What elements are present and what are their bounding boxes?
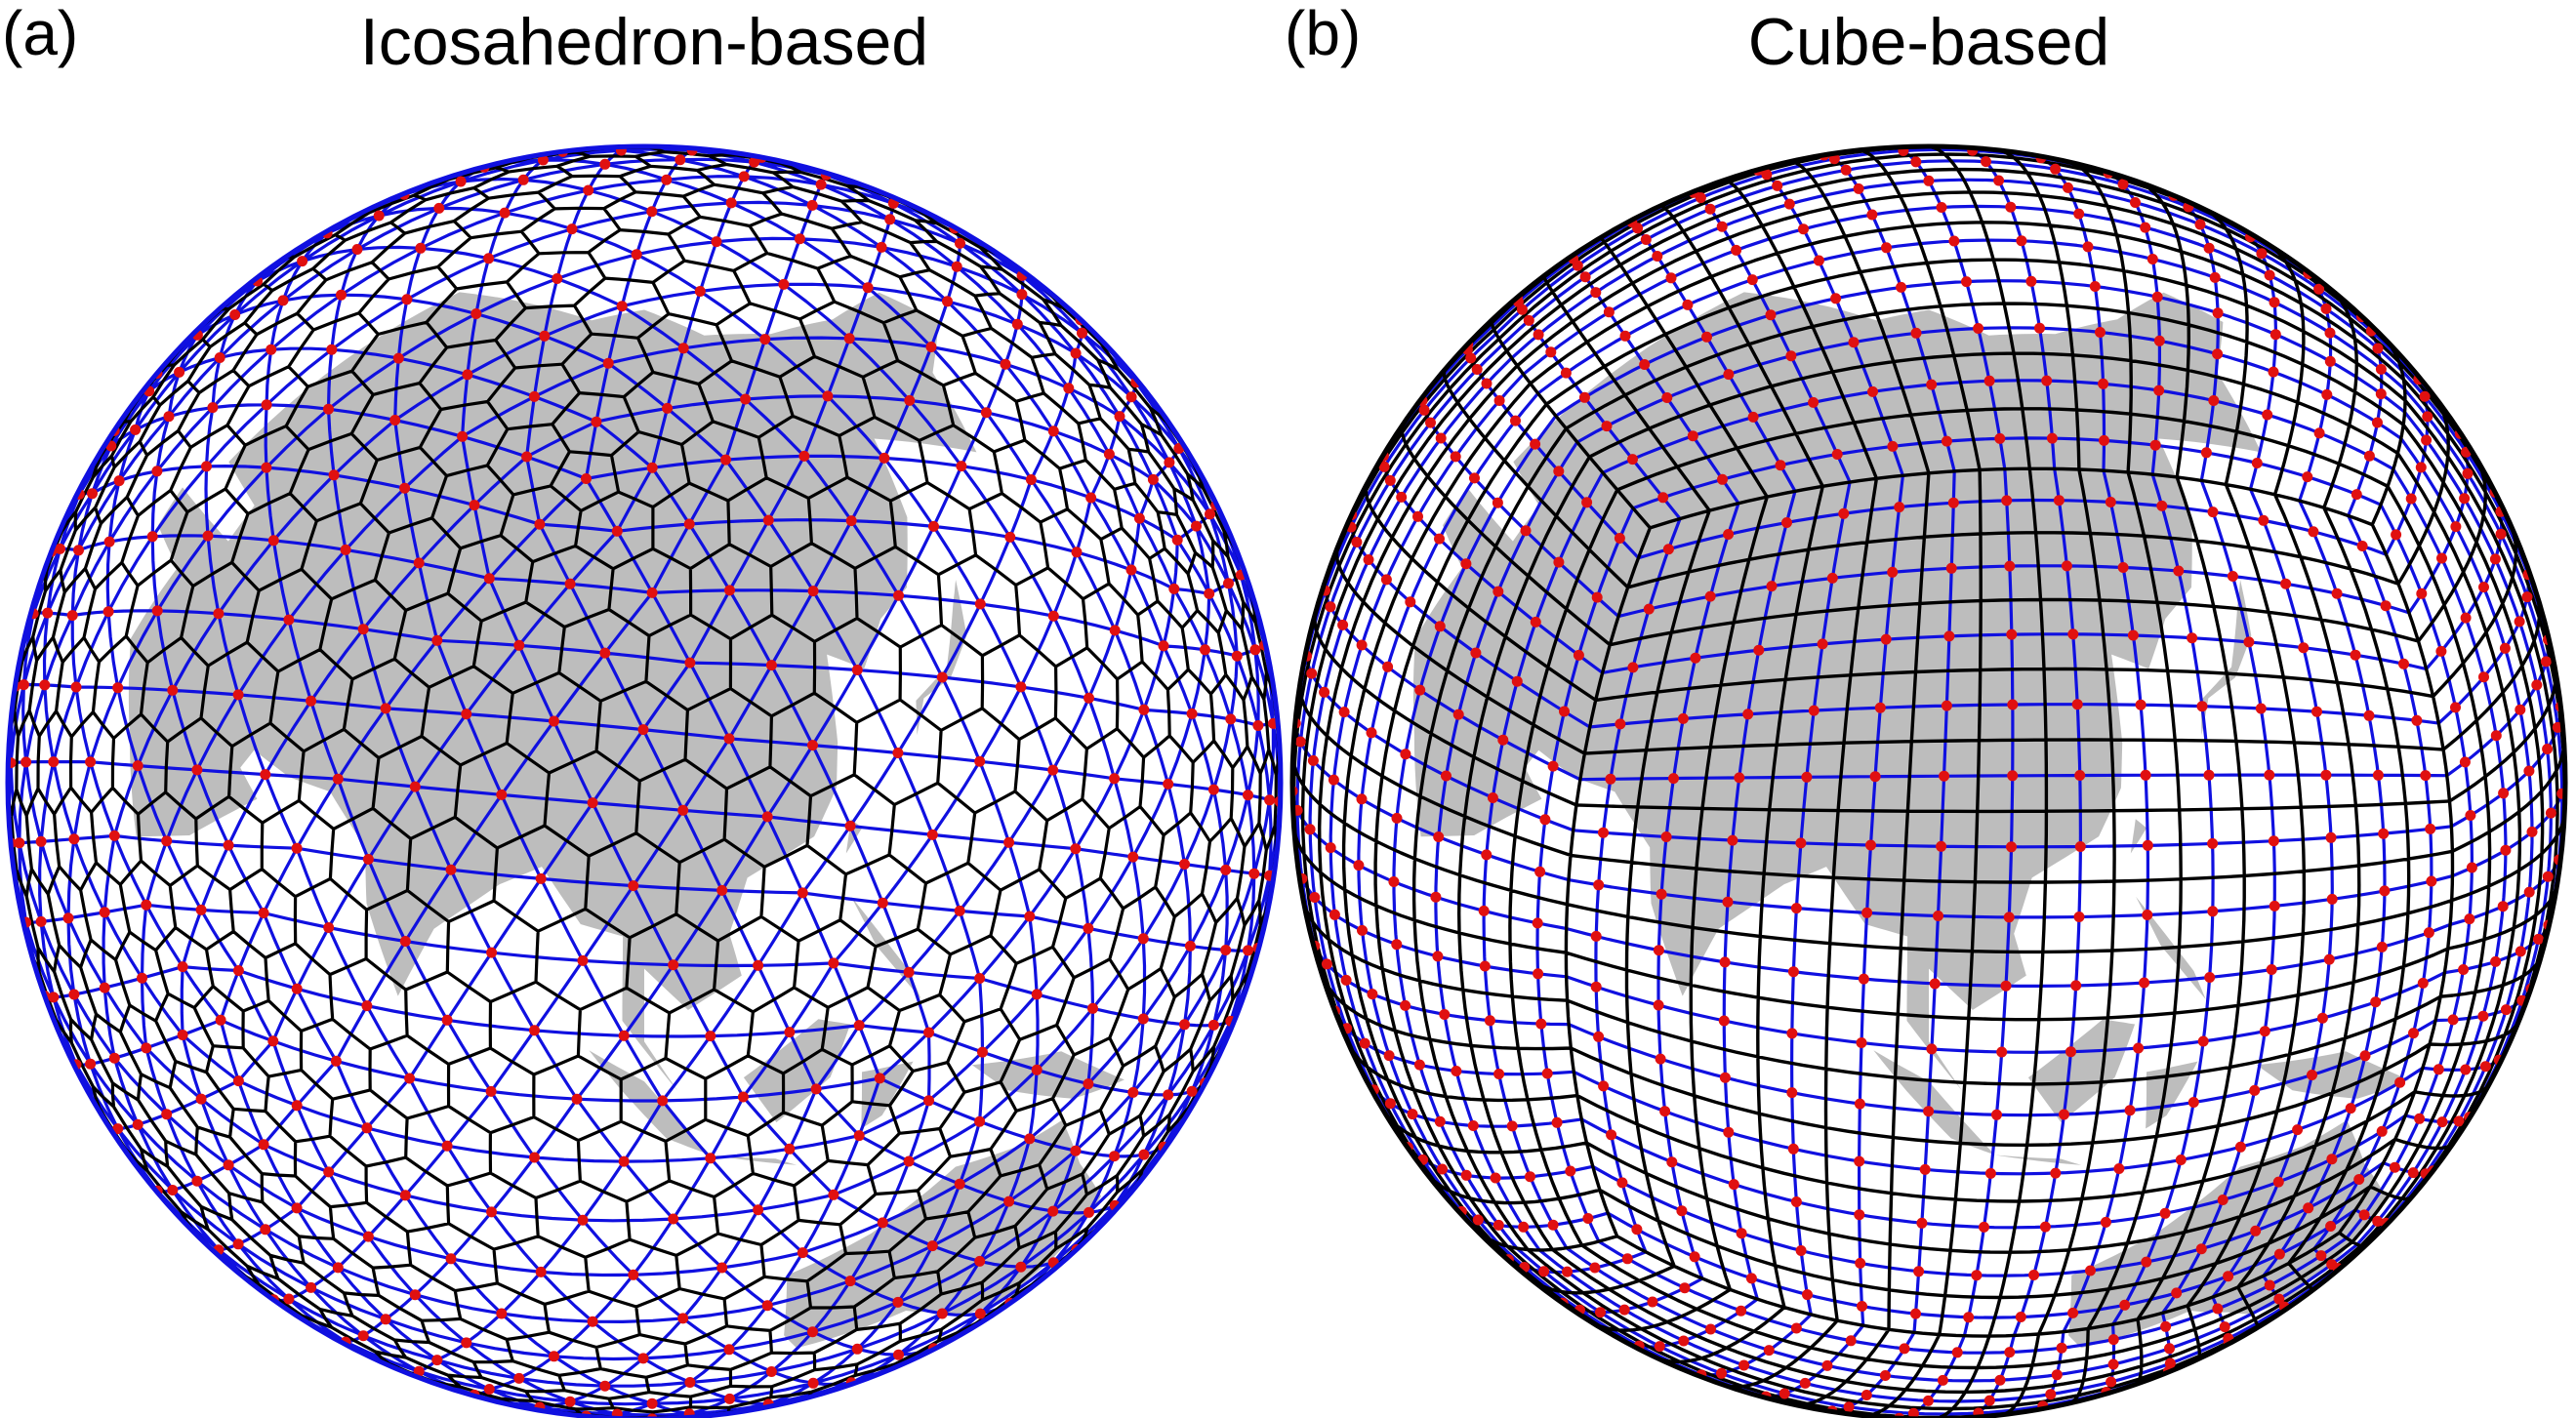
grid-nodes xyxy=(8,146,1281,1418)
land-mass xyxy=(916,580,967,736)
land-mass xyxy=(1994,1155,2082,1165)
globe-b xyxy=(1292,146,2565,1418)
land-mass xyxy=(2068,1119,2386,1349)
land-mass xyxy=(1873,1050,1995,1155)
panel-b-letter: (b) xyxy=(1285,0,1361,68)
land-mass xyxy=(784,1119,1101,1349)
panel-a-title: Icosahedron-based xyxy=(360,5,928,79)
land-mass xyxy=(2200,580,2252,736)
globe-a-outline xyxy=(5,143,1284,1418)
land-mass xyxy=(1412,292,2262,1091)
land-mass xyxy=(2256,1051,2409,1099)
panel-a: (a) Icosahedron-based xyxy=(2,0,1284,1418)
cell-grid-lines xyxy=(1292,146,2565,1418)
land-mass xyxy=(589,1050,711,1155)
panel-b: (b) Cube-based xyxy=(1285,0,2568,1418)
land-mass xyxy=(2027,1019,2136,1122)
panel-b-title: Cube-based xyxy=(1748,5,2109,79)
globe-a xyxy=(8,146,1281,1418)
globe-b-outline xyxy=(1289,143,2568,1418)
grid-nodes xyxy=(1292,146,2565,1418)
land-mass xyxy=(128,292,977,1091)
panel-a-letter: (a) xyxy=(2,0,78,68)
